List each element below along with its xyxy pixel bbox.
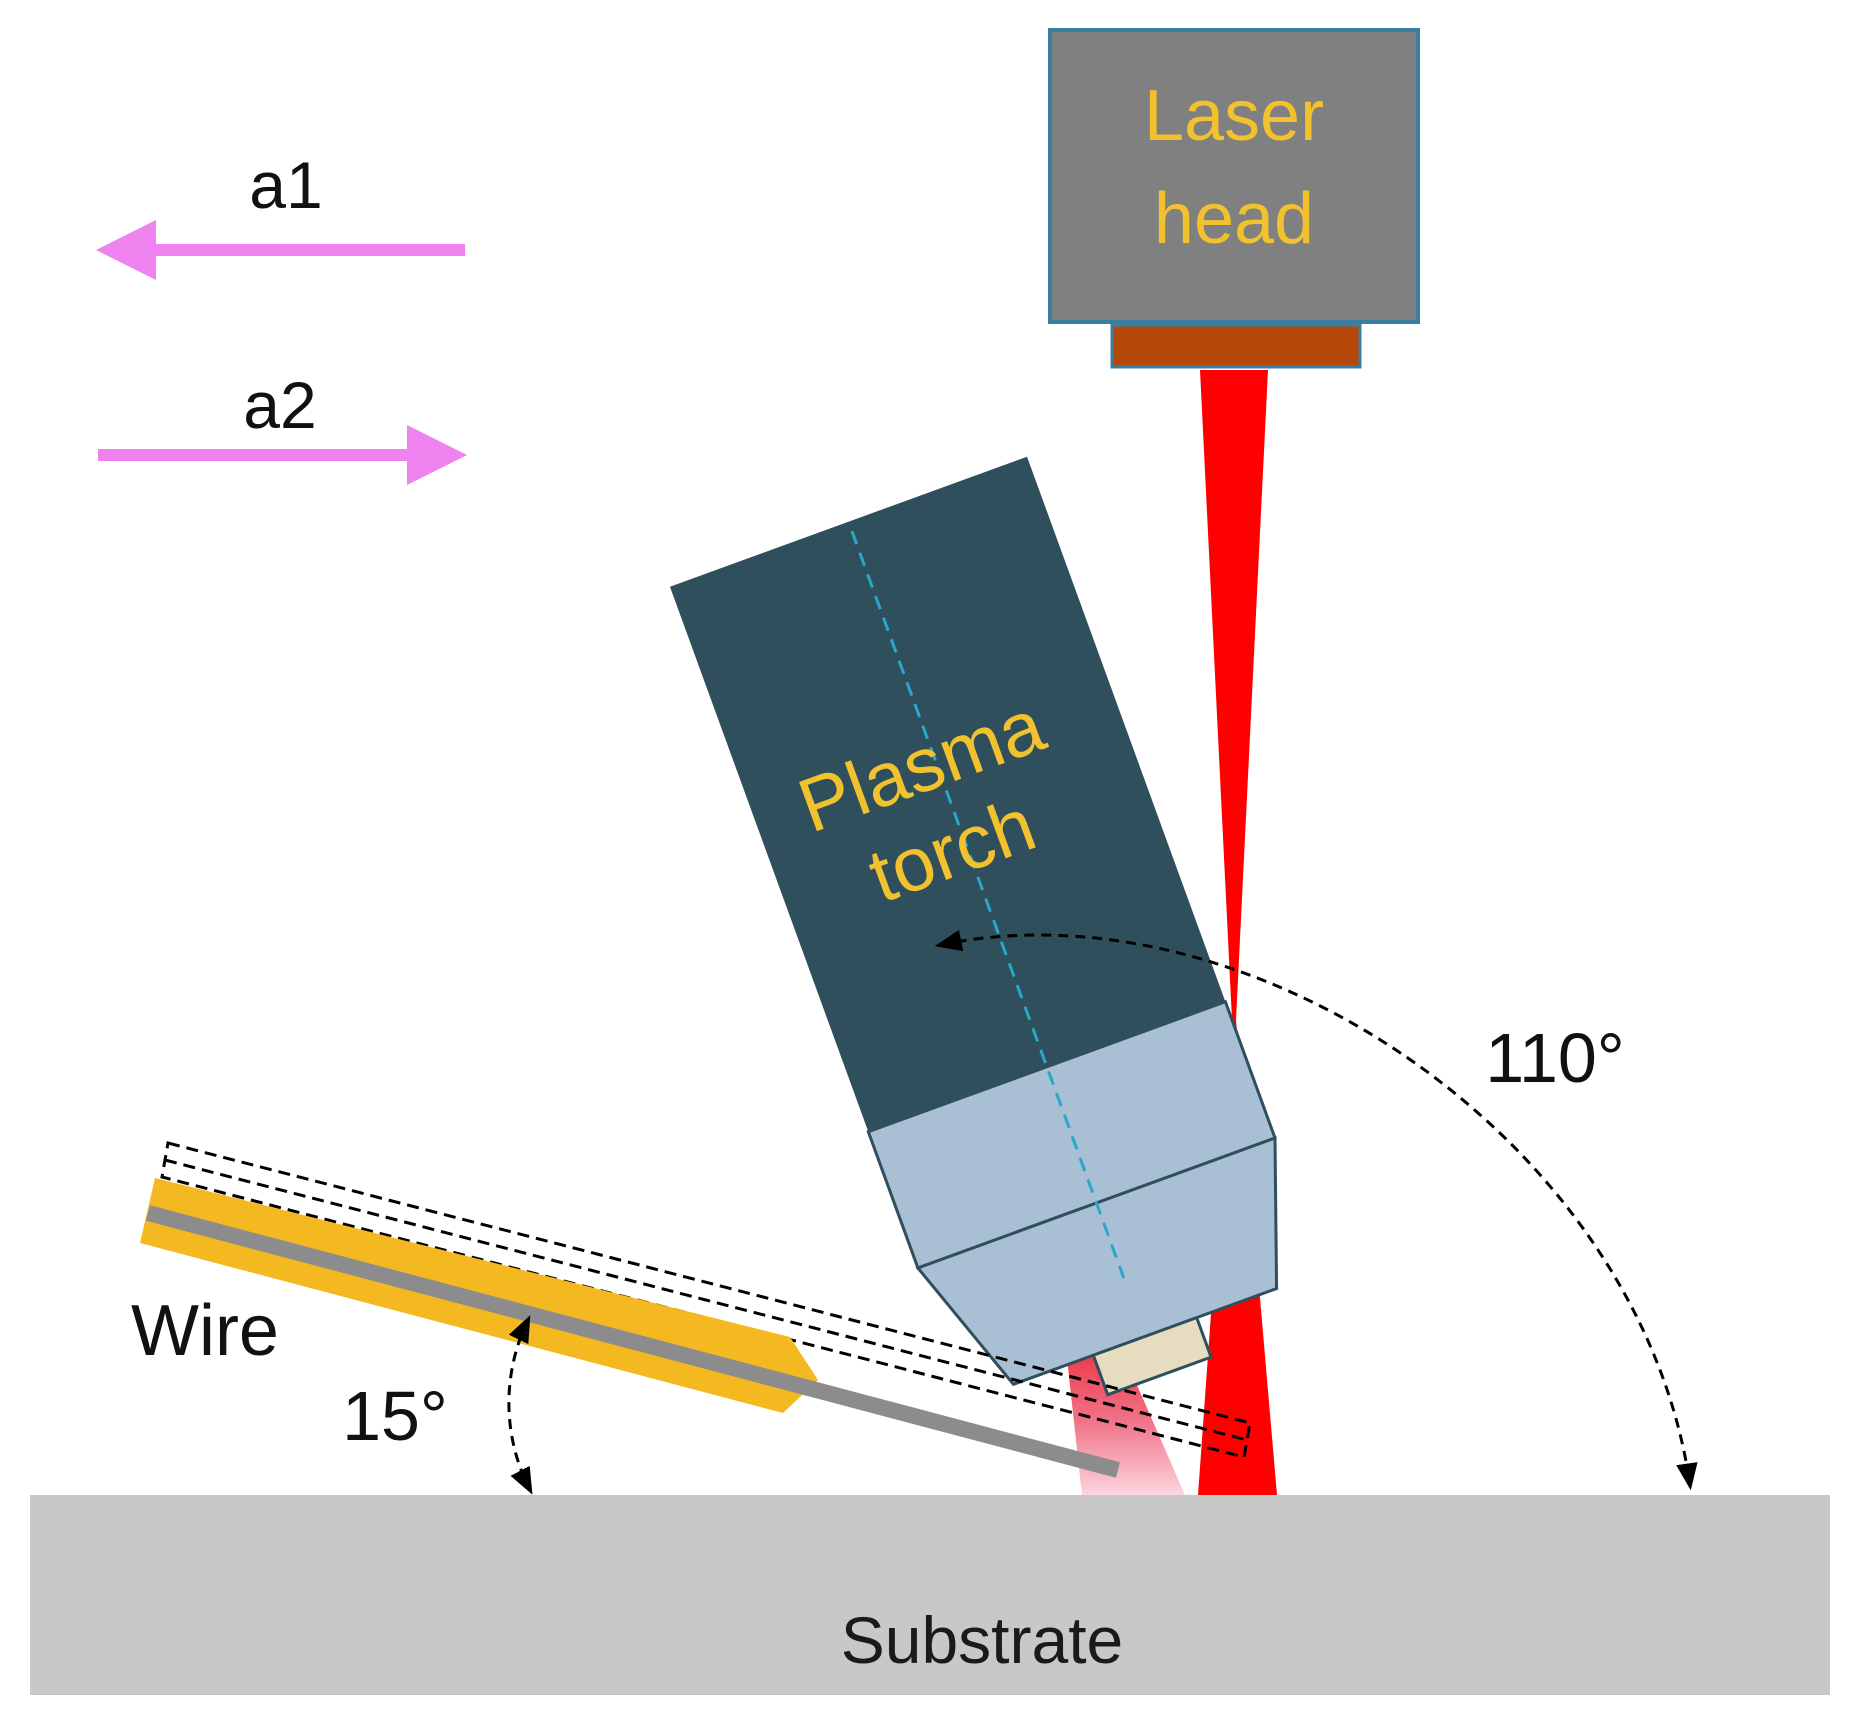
wire-alternate-position <box>160 1141 1252 1459</box>
laser-nozzle <box>1110 323 1362 369</box>
wire-angle-label: 15° <box>342 1377 448 1455</box>
laser-head <box>1048 28 1420 324</box>
torch-angle-label: 110° <box>1485 1019 1625 1097</box>
direction-a2-label: a2 <box>243 368 316 442</box>
laser-head-label-line1: Laser <box>1144 76 1324 156</box>
substrate-label: Substrate <box>841 1603 1124 1677</box>
laser-beam <box>1198 370 1277 1495</box>
direction-a1-label: a1 <box>249 148 322 222</box>
torch-axis <box>850 530 1126 1279</box>
wire-label: Wire <box>131 1291 279 1371</box>
substrate <box>30 1495 1830 1695</box>
wire-angle-arc <box>507 1315 533 1495</box>
laser-head-label-line2: head <box>1154 179 1314 259</box>
torch-angle-arc <box>934 930 1698 1491</box>
